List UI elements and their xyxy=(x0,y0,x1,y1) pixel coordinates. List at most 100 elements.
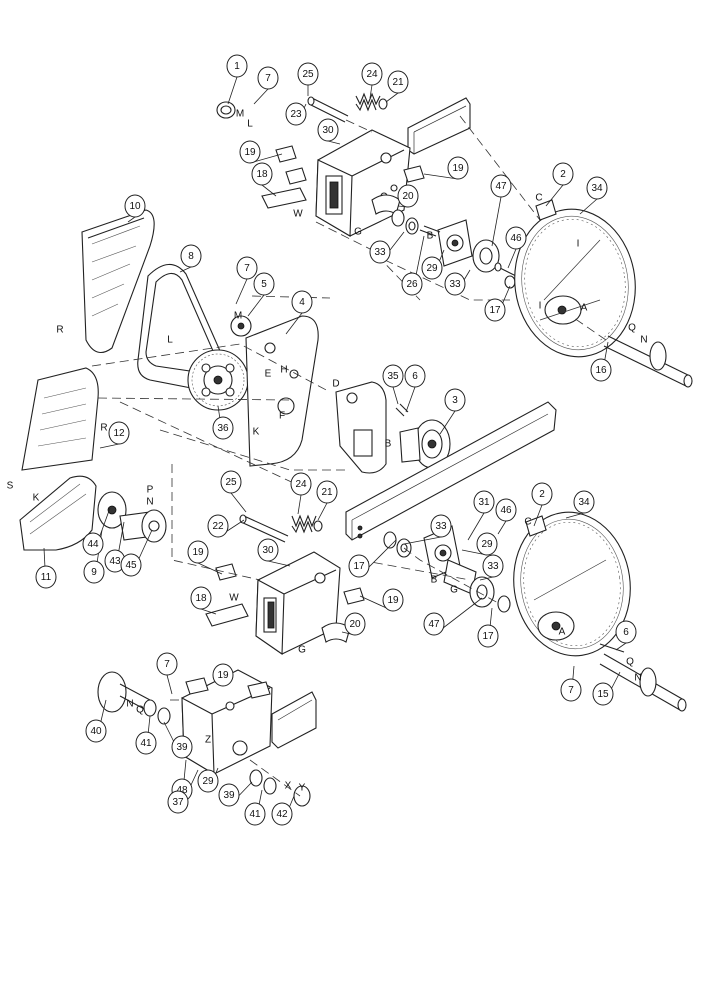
callout-leader-line xyxy=(317,502,328,521)
callout-bubble: 1 xyxy=(226,54,248,78)
callout-number: 3 xyxy=(452,395,458,406)
callout-circle xyxy=(430,514,452,538)
callout-circle xyxy=(207,514,229,538)
lower-bearing-47 xyxy=(469,576,511,613)
callout-bubble: 22 xyxy=(207,514,229,538)
sprocket-36 xyxy=(187,349,249,411)
callout-number: 17 xyxy=(489,305,501,316)
callout-bubble: 7 xyxy=(236,256,258,280)
callout-number: 41 xyxy=(140,738,152,749)
callout-circle xyxy=(124,194,146,218)
callout-circle xyxy=(586,176,608,200)
callout-leader-line xyxy=(615,642,627,651)
callout-number: 10 xyxy=(129,201,141,212)
reference-letter: K xyxy=(33,493,40,504)
callout-bubble: 19 xyxy=(187,540,209,564)
callout-number: 6 xyxy=(623,627,629,638)
callout-number: 31 xyxy=(478,497,490,508)
callout-circle xyxy=(156,652,178,676)
callout-leader-line xyxy=(392,386,399,405)
callout-number: 46 xyxy=(510,233,522,244)
callout-bubble: 19 xyxy=(239,140,261,164)
upper-axle-16 xyxy=(573,317,693,388)
callout-bubble: 33 xyxy=(430,514,452,538)
callout-circle xyxy=(592,682,614,706)
callout-number: 7 xyxy=(568,685,574,696)
reference-letter: E xyxy=(265,369,272,380)
callout-leader-line xyxy=(423,173,459,180)
callout-number: 41 xyxy=(249,809,261,820)
callout-bubble: 12 xyxy=(108,421,130,445)
callout-number: 39 xyxy=(176,742,188,753)
callout-bubble: 2 xyxy=(552,162,574,186)
callout-number: 48 xyxy=(176,785,188,796)
bottom-cap-42 xyxy=(249,769,311,807)
callout-bubble: 7 xyxy=(156,652,178,676)
callout-number: 19 xyxy=(387,595,399,606)
callout-bubble: 40 xyxy=(85,719,107,743)
reference-letter: Y xyxy=(299,783,306,794)
callout-circle xyxy=(244,802,266,826)
upper-frame-tube xyxy=(407,97,541,221)
callout-bubble: 20 xyxy=(344,612,366,636)
callout-leader-line xyxy=(99,443,120,449)
reference-letter: C xyxy=(524,517,531,528)
reference-letter: R xyxy=(100,423,107,434)
callout-circle xyxy=(239,140,261,164)
guard-11 xyxy=(19,475,97,551)
callout-bubble: 34 xyxy=(586,176,608,200)
callout-number: 17 xyxy=(353,561,365,572)
upper-pivot-pin-23 xyxy=(307,96,373,133)
callout-number: 16 xyxy=(595,365,607,376)
callout-bubble: 35 xyxy=(382,364,404,388)
callout-leader-line xyxy=(227,76,238,105)
callout-circle xyxy=(171,735,193,759)
callout-leader-line xyxy=(565,512,585,519)
callout-number: 19 xyxy=(192,547,204,558)
callout-bubble: 2 xyxy=(531,482,553,506)
cover-10 xyxy=(81,209,155,354)
callout-leader-line xyxy=(230,492,247,513)
reference-letter: W xyxy=(229,593,239,604)
callout-leader-line xyxy=(507,248,517,269)
reference-letter: S xyxy=(7,481,14,492)
callout-bubble: 47 xyxy=(490,174,512,198)
callout-circle xyxy=(257,66,279,90)
callout-circle xyxy=(236,256,258,280)
callout-number: 42 xyxy=(276,809,288,820)
callout-bubble: 6 xyxy=(404,364,426,388)
lower-pads-19 xyxy=(215,563,365,605)
callout-bubble: 39 xyxy=(218,783,240,807)
reference-letter: B xyxy=(385,439,392,450)
upper-plate-18 xyxy=(261,187,307,209)
callout-circle xyxy=(290,472,312,496)
bottom-pads-19 xyxy=(185,677,271,699)
callout-bubble: 47 xyxy=(423,612,445,636)
callout-bubble: 25 xyxy=(297,62,319,86)
callout-leader-line xyxy=(179,266,192,273)
callout-number: 33 xyxy=(449,279,461,290)
callout-circle xyxy=(212,416,234,440)
callout-circle xyxy=(382,364,404,388)
callout-circle xyxy=(135,731,157,755)
callout-leader-line xyxy=(405,386,416,413)
callout-bubble: 42 xyxy=(271,802,293,826)
callout-circle xyxy=(180,244,202,268)
callout-number: 43 xyxy=(109,556,121,567)
callout-leader-line xyxy=(235,278,248,305)
callout-circle xyxy=(531,482,553,506)
callout-bubble: 41 xyxy=(244,802,266,826)
callout-number: 24 xyxy=(295,479,307,490)
callout-number: 8 xyxy=(188,251,194,262)
callout-number: 39 xyxy=(223,790,235,801)
callout-number: 44 xyxy=(87,539,99,550)
reference-letter: B xyxy=(427,231,434,242)
callout-leader-line xyxy=(467,512,485,541)
callout-bubble: 9 xyxy=(83,560,105,584)
callout-circle xyxy=(120,553,142,577)
callout-circle xyxy=(615,620,637,644)
callout-bubble: 4 xyxy=(291,290,313,314)
callout-bubble: 25 xyxy=(220,470,242,494)
callout-number: 47 xyxy=(428,619,440,630)
callout-bubble: 43 xyxy=(104,549,126,573)
